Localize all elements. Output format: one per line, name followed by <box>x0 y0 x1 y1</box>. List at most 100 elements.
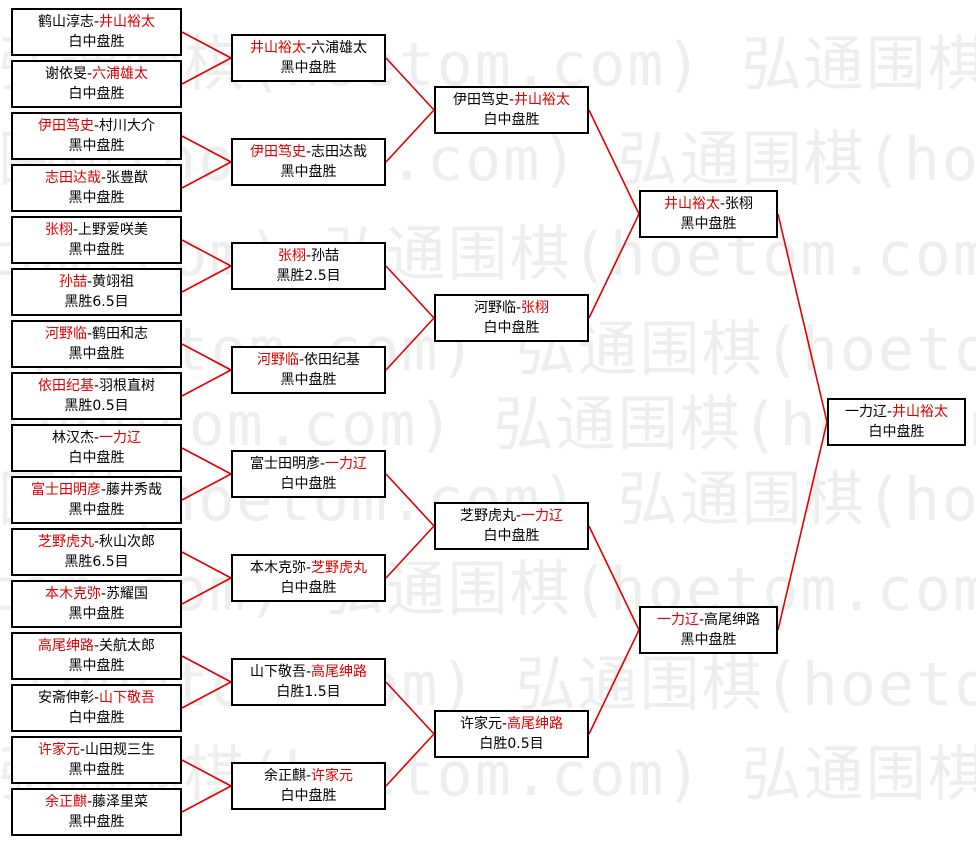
match-result: 黑中盘胜 <box>68 346 125 362</box>
bracket-connector <box>181 447 232 475</box>
matchup: 高尾绅路-关航太郎 <box>13 636 180 656</box>
separator: - <box>515 300 522 316</box>
match-box: 依田纪基-羽根直树黑胜0.5目 <box>11 372 182 420</box>
match-box: 许家元-高尾绅路白胜0.5目 <box>434 710 589 758</box>
white-player: 山田规三生 <box>85 742 156 758</box>
separator: - <box>100 482 107 498</box>
match-result: 黑胜0.5目 <box>64 398 129 414</box>
white-player: 高尾绅路 <box>507 716 564 732</box>
match-result: 黑中盘胜 <box>680 632 737 648</box>
bracket-connector <box>181 473 232 501</box>
match-box: 河野临-鹤田和志黑中盘胜 <box>11 320 182 368</box>
match-box: 山下敬吾-高尾绅路白胜1.5目 <box>231 658 386 706</box>
match-box: 高尾绅路-关航太郎黑中盘胜 <box>11 632 182 680</box>
match-result: 黑中盘胜 <box>68 138 125 154</box>
match-box: 芝野虎丸-一力辽白中盘胜 <box>434 502 589 550</box>
match-box: 伊田笃史-志田达哉黑中盘胜 <box>231 138 386 186</box>
matchup: 芝野虎丸-一力辽 <box>436 506 587 526</box>
matchup: 河野临-依田纪基 <box>233 350 384 370</box>
separator: - <box>100 586 107 602</box>
matchup: 本木克弥-芝野虎丸 <box>233 558 384 578</box>
white-player: 秋山次郎 <box>99 534 156 550</box>
black-player: 余正麒 <box>263 768 306 784</box>
separator: - <box>698 612 705 628</box>
match-result: 黑中盘胜 <box>280 372 337 388</box>
bracket-connector <box>385 109 435 163</box>
black-player: 依田纪基 <box>37 378 94 394</box>
white-player: 张豊猷 <box>106 170 149 186</box>
match-box: 富士田明彦-一力辽白中盘胜 <box>231 450 386 498</box>
separator: - <box>305 144 312 160</box>
bracket-connector <box>588 525 640 631</box>
white-player: 村川大介 <box>99 118 156 134</box>
bracket-connector <box>777 213 828 423</box>
black-player: 本木克弥 <box>44 586 101 602</box>
match-box: 余正麒-藤泽里菜黑中盘胜 <box>11 788 182 836</box>
matchup: 许家元-高尾绅路 <box>436 714 587 734</box>
matchup: 山下敬吾-高尾绅路 <box>233 662 384 682</box>
bracket-connector <box>385 317 435 371</box>
white-player: 张栩 <box>521 300 550 316</box>
separator: - <box>886 404 893 420</box>
separator: - <box>86 326 93 342</box>
match-result: 白中盘胜 <box>280 788 337 804</box>
match-box: 芝野虎丸-秋山次郎黑胜6.5目 <box>11 528 182 576</box>
match-box: 孙喆-黄翊祖黑胜6.5目 <box>11 268 182 316</box>
matchup: 伊田笃史-井山裕太 <box>436 90 587 110</box>
black-player: 芝野虎丸 <box>37 534 94 550</box>
match-box: 鹤山淳志-井山裕太白中盘胜 <box>11 8 182 56</box>
matchup: 林汉杰-一力辽 <box>13 428 180 448</box>
match-box: 本木克弥-芝野虎丸白中盘胜 <box>231 554 386 602</box>
matchup: 孙喆-黄翊祖 <box>13 272 180 292</box>
match-result: 黑中盘胜 <box>68 190 125 206</box>
black-player: 志田达哉 <box>44 170 101 186</box>
bracket-connector <box>181 655 232 683</box>
black-player: 安斋伸彰 <box>37 690 94 706</box>
black-player: 张栩 <box>277 248 306 264</box>
separator: - <box>305 560 312 576</box>
black-player: 伊田笃史 <box>249 144 306 160</box>
white-player: 一力辽 <box>325 456 368 472</box>
bracket-connector <box>181 161 232 189</box>
black-player: 谢依旻 <box>44 66 87 82</box>
bracket-connector <box>385 473 435 527</box>
bracket-connector <box>385 57 435 111</box>
match-box: 志田达哉-张豊猷黑中盘胜 <box>11 164 182 212</box>
black-player: 伊田笃史 <box>37 118 94 134</box>
match-box: 谢依旻-六浦雄太白中盘胜 <box>11 60 182 108</box>
white-player: 山下敬吾 <box>99 690 156 706</box>
match-box: 井山裕太-六浦雄太黑中盘胜 <box>231 34 386 82</box>
match-box: 张栩-上野爱咲美黑中盘胜 <box>11 216 182 264</box>
match-box: 一力辽-高尾绅路黑中盘胜 <box>639 606 778 654</box>
white-player: 张栩 <box>725 196 754 212</box>
match-result: 白中盘胜 <box>868 424 925 440</box>
black-player: 林汉杰 <box>51 430 94 446</box>
match-box: 张栩-孙喆黑胜2.5目 <box>231 242 386 290</box>
white-player: 高尾绅路 <box>311 664 368 680</box>
match-result: 白中盘胜 <box>280 580 337 596</box>
white-player: 苏耀国 <box>106 586 149 602</box>
white-player: 一力辽 <box>521 508 564 524</box>
match-result: 黑中盘胜 <box>280 60 337 76</box>
matchup: 伊田笃史-村川大介 <box>13 116 180 136</box>
match-result: 黑中盘胜 <box>68 762 125 778</box>
matchup: 伊田笃史-志田达哉 <box>233 142 384 162</box>
bracket-connector <box>181 577 232 605</box>
match-box: 余正麒-许家元白中盘胜 <box>231 762 386 810</box>
matchup: 芝野虎丸-秋山次郎 <box>13 532 180 552</box>
matchup: 鹤山淳志-井山裕太 <box>13 12 180 32</box>
matchup: 一力辽-高尾绅路 <box>641 610 776 630</box>
match-box: 本木克弥-苏耀国黑中盘胜 <box>11 580 182 628</box>
bracket-connector <box>588 629 640 735</box>
match-result: 黑中盘胜 <box>68 242 125 258</box>
match-result: 白胜1.5目 <box>276 684 341 700</box>
black-player: 芝野虎丸 <box>459 508 516 524</box>
separator: - <box>93 690 100 706</box>
matchup: 余正麒-藤泽里菜 <box>13 792 180 812</box>
match-box: 许家元-山田规三生黑中盘胜 <box>11 736 182 784</box>
bracket-connector <box>777 421 828 631</box>
separator: - <box>319 456 326 472</box>
white-player: 许家元 <box>311 768 354 784</box>
